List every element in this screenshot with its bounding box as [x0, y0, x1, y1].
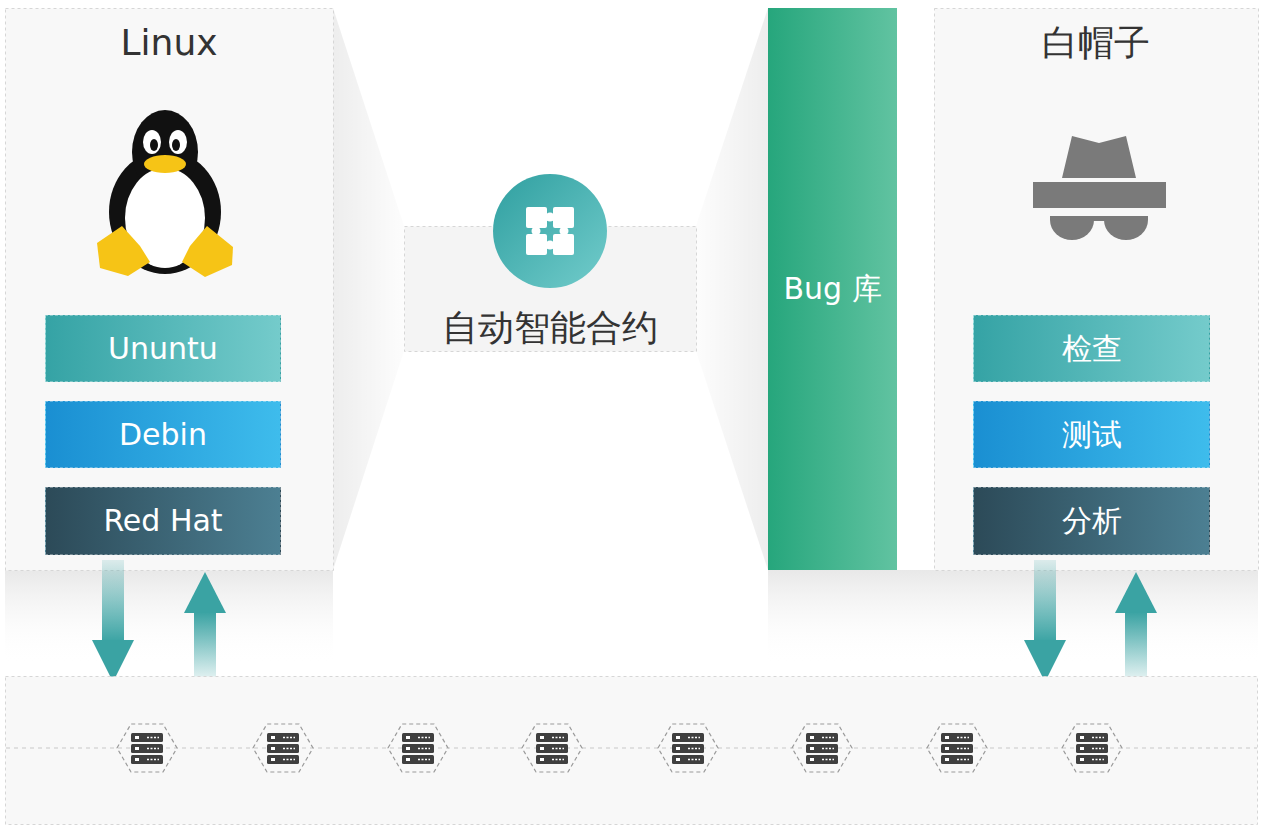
- box-label: Ununtu: [108, 330, 218, 368]
- server-icon: [792, 724, 852, 772]
- whitehat-icon: [1033, 136, 1166, 240]
- server-icon: [658, 724, 718, 772]
- server-icon: [388, 724, 448, 772]
- item-box: 分析: [973, 487, 1210, 555]
- box-label: Debin: [119, 416, 207, 454]
- item-box: Red Hat: [45, 487, 281, 555]
- item-box: Debin: [45, 401, 281, 468]
- network-line: [6, 748, 1257, 749]
- server-icon: [1062, 724, 1122, 772]
- panel-shadow: [768, 570, 1258, 665]
- item-box: 检查: [973, 315, 1210, 382]
- funnel-shade: [696, 8, 768, 570]
- box-label: Red Hat: [103, 502, 222, 540]
- server-icon: [117, 724, 177, 772]
- server-icon: [522, 724, 582, 772]
- group-panel: 白帽子检查测试分析: [934, 8, 1258, 570]
- puzzle-icon: [526, 207, 574, 255]
- box-label: Bug 库: [783, 270, 881, 308]
- node-title: Linux: [121, 20, 218, 66]
- funnel-shade: [333, 8, 404, 570]
- panel-ground: [935, 9, 1259, 571]
- group-panel: LinuxUnuntuDebinRed Hat: [5, 8, 333, 570]
- hub-circle: [493, 174, 607, 288]
- penguin-illustration: [97, 110, 233, 277]
- hub-ground: [405, 227, 697, 352]
- hub-box: 自动智能合约: [404, 226, 696, 351]
- panel-shadow: [5, 570, 333, 665]
- box-label: 测试: [1062, 416, 1122, 454]
- server-icon: [253, 724, 313, 772]
- server-icon: [927, 724, 987, 772]
- box-label: 分析: [1062, 502, 1122, 540]
- flow-arrow: [1024, 560, 1066, 682]
- box-label: 检查: [1062, 330, 1122, 368]
- network-band: [6, 677, 1258, 825]
- item-box: Ununtu: [45, 315, 281, 382]
- flow-arrow: [184, 572, 226, 678]
- node-title: 白帽子: [1042, 20, 1150, 66]
- item-box: 测试: [973, 401, 1210, 468]
- panel-ground: [6, 9, 334, 571]
- flow-arrow: [1115, 572, 1157, 678]
- bug-bar: Bug 库: [768, 8, 897, 570]
- node-title: 自动智能合约: [442, 306, 658, 350]
- flow-arrow: [92, 560, 134, 682]
